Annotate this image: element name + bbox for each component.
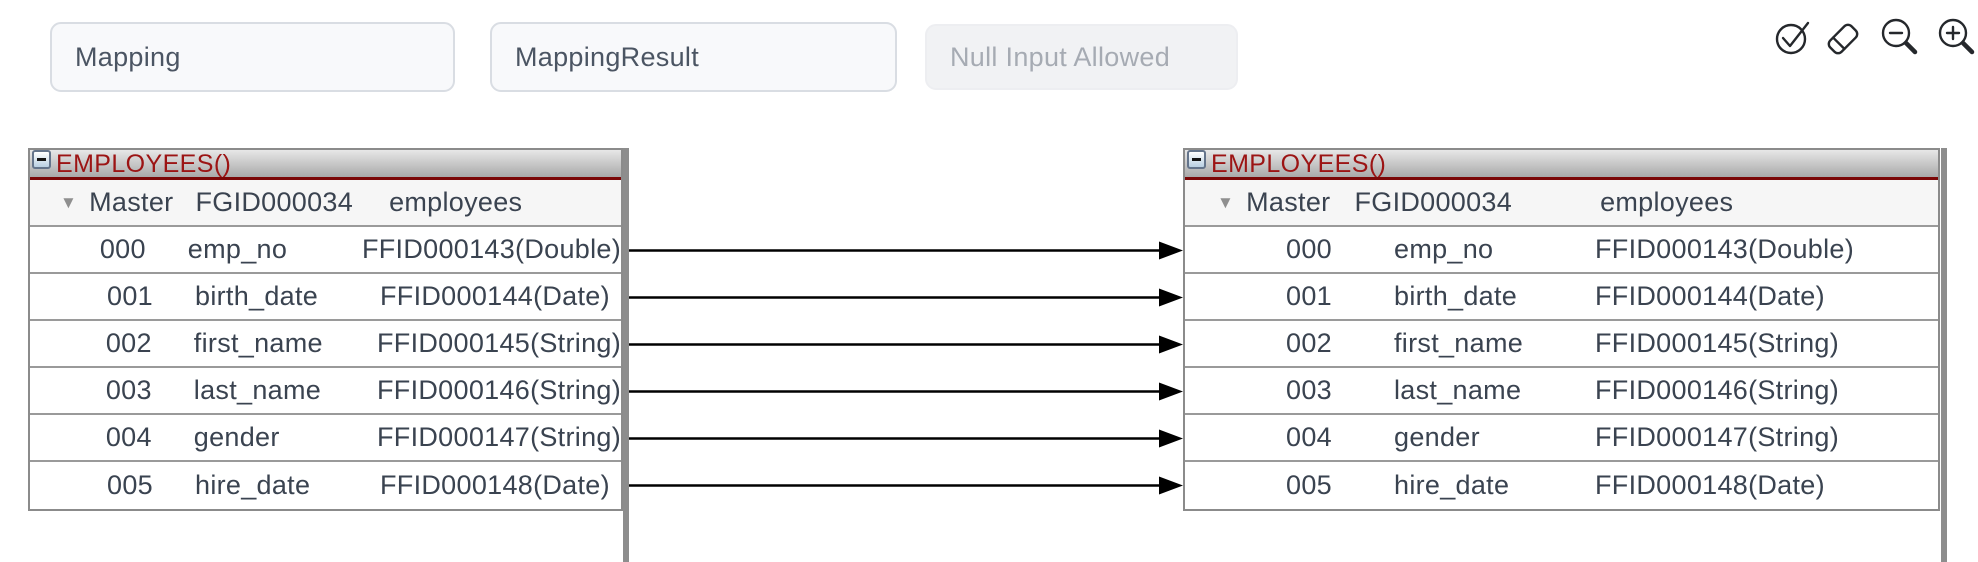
expand-triangle-icon[interactable]: ▼ (1217, 192, 1235, 212)
source-master-row[interactable]: ▼ Master FGID000034 employees (30, 180, 621, 227)
field-index: 001 (1286, 281, 1332, 311)
zoom-in-icon[interactable] (1934, 14, 1978, 60)
mapping-connections[interactable] (629, 148, 1183, 562)
field-name: first_name (193, 328, 323, 358)
field-name: gender (1394, 422, 1480, 452)
target-field-row[interactable]: 003 last_name FFID000146(String) (1185, 368, 1938, 415)
target-field-row[interactable]: 001 birth_date FFID000144(Date) (1185, 274, 1938, 321)
field-name: first_name (1394, 328, 1524, 358)
field-name: last_name (193, 375, 322, 405)
field-id: FFID000145(String) (377, 328, 621, 358)
source-field-row[interactable]: 000 emp_no FFID000143(Double) (30, 227, 621, 274)
validate-check-circle-icon[interactable] (1770, 14, 1816, 60)
eraser-icon[interactable] (1820, 14, 1866, 60)
field-id: FFID000144(Date) (380, 281, 610, 311)
field-index: 005 (1286, 470, 1332, 500)
master-label: Master (1246, 187, 1331, 217)
mapping-arrow[interactable] (629, 241, 1183, 260)
dataset-name: employees (389, 187, 523, 217)
source-table: EMPLOYEES() ▼ Master FGID000034 employee… (28, 148, 623, 511)
target-field-row[interactable]: 002 first_name FFID000145(String) (1185, 321, 1938, 368)
field-id: FFID000148(Date) (1595, 470, 1825, 500)
field-id: FFID000147(String) (1595, 422, 1839, 452)
field-id: FFID000143(Double) (361, 234, 621, 264)
field-id: FFID000146(String) (377, 375, 621, 405)
field-name: emp_no (1394, 234, 1494, 264)
field-name: hire_date (195, 470, 311, 500)
field-id: FFID000147(String) (377, 422, 621, 452)
field-id: FFID000145(String) (1595, 328, 1839, 358)
mapping-name-field[interactable]: Mapping (50, 22, 455, 92)
source-field-row[interactable]: 004 gender FFID000147(String) (30, 415, 621, 462)
target-table-title: EMPLOYEES() (1211, 150, 1387, 178)
target-table-header: EMPLOYEES() (1185, 150, 1938, 180)
field-id: FFID000143(Double) (1595, 234, 1855, 264)
field-index: 000 (1286, 234, 1332, 264)
target-table: EMPLOYEES() ▼ Master FGID000034 employee… (1183, 148, 1940, 511)
source-pane-splitter[interactable] (623, 148, 629, 562)
dataset-name: employees (1600, 187, 1734, 217)
collapse-minus-icon[interactable] (32, 150, 51, 169)
field-name: emp_no (187, 234, 288, 264)
source-table-header: EMPLOYEES() (30, 150, 621, 180)
group-id: FGID000034 (195, 187, 354, 217)
mapping-arrow[interactable] (629, 382, 1183, 401)
zoom-out-icon[interactable] (1877, 14, 1923, 60)
field-name: hire_date (1394, 470, 1510, 500)
field-index: 001 (107, 281, 153, 311)
field-id: FFID000146(String) (1595, 375, 1839, 405)
source-field-row[interactable]: 003 last_name FFID000146(String) (30, 368, 621, 415)
target-field-row[interactable]: 005 hire_date FFID000148(Date) (1185, 462, 1938, 509)
field-name: birth_date (1394, 281, 1518, 311)
field-index: 005 (107, 470, 153, 500)
null-input-allowed-button[interactable]: Null Input Allowed (925, 24, 1238, 90)
mapping-result-field[interactable]: MappingResult (490, 22, 897, 92)
field-index: 004 (105, 422, 152, 452)
field-index: 003 (105, 375, 152, 405)
mapping-arrow[interactable] (629, 335, 1183, 354)
expand-triangle-icon[interactable]: ▼ (60, 192, 78, 212)
field-id: FFID000144(Date) (1595, 281, 1825, 311)
field-index: 003 (1286, 375, 1332, 405)
collapse-minus-icon[interactable] (1187, 150, 1206, 169)
field-index: 002 (105, 328, 152, 358)
field-index: 002 (1286, 328, 1332, 358)
source-field-row[interactable]: 002 first_name FFID000145(String) (30, 321, 621, 368)
mapping-arrow[interactable] (629, 429, 1183, 448)
mapping-arrow[interactable] (629, 476, 1183, 495)
field-name: birth_date (195, 281, 319, 311)
field-name: last_name (1394, 375, 1522, 405)
target-master-row[interactable]: ▼ Master FGID000034 employees (1185, 180, 1938, 227)
field-index: 000 (99, 234, 146, 264)
mapping-arrow[interactable] (629, 288, 1183, 307)
target-field-row[interactable]: 000 emp_no FFID000143(Double) (1185, 227, 1938, 274)
source-table-title: EMPLOYEES() (56, 150, 232, 178)
source-field-row[interactable]: 005 hire_date FFID000148(Date) (30, 462, 621, 509)
field-name: gender (193, 422, 280, 452)
source-field-row[interactable]: 001 birth_date FFID000144(Date) (30, 274, 621, 321)
target-pane-splitter[interactable] (1941, 148, 1947, 562)
target-field-row[interactable]: 004 gender FFID000147(String) (1185, 415, 1938, 462)
master-label: Master (89, 187, 174, 217)
group-id: FGID000034 (1354, 187, 1513, 217)
field-id: FFID000148(Date) (380, 470, 610, 500)
field-index: 004 (1286, 422, 1332, 452)
